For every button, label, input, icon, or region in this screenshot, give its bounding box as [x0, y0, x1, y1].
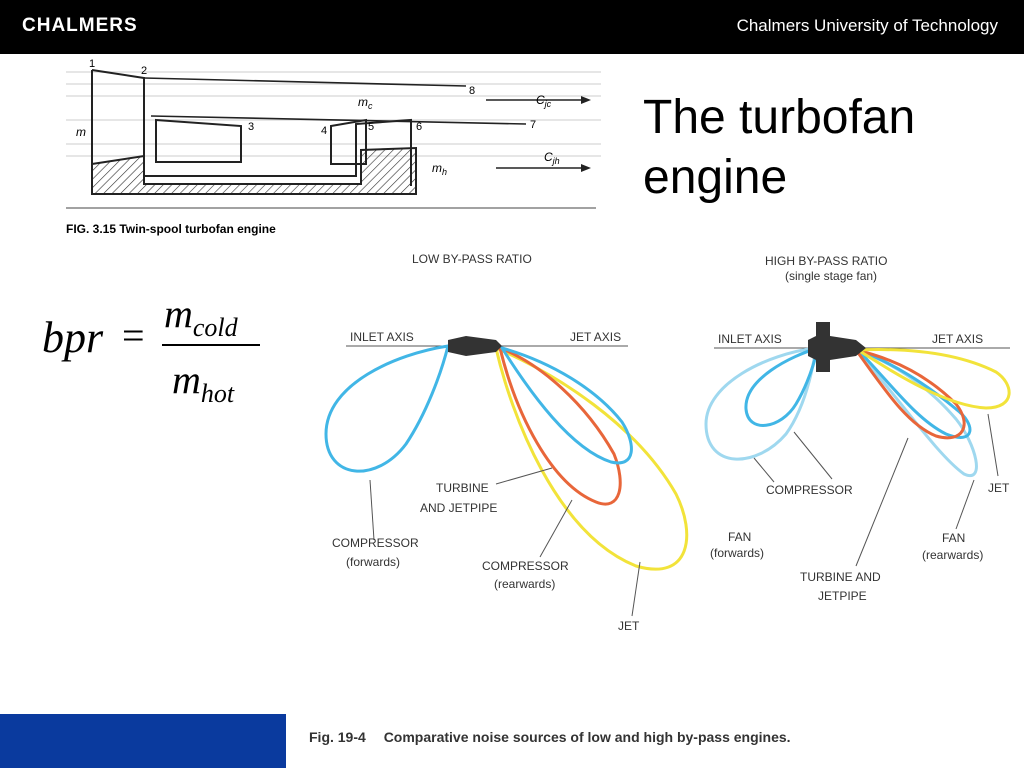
high-turbine-label-2: JETPIPE: [818, 589, 867, 603]
header-bar: CHALMERS Chalmers University of Technolo…: [0, 0, 1024, 54]
low-jet-axis-label: JET AXIS: [570, 330, 621, 344]
turbofan-schematic: 1 2 3 4 5 6 7 8 m mc mh Cjc Cjh FIG. 3.1…: [66, 58, 601, 236]
bypass-line-lower: [150, 115, 527, 125]
fig-caption-text: Comparative noise sources of low and hig…: [383, 729, 791, 745]
high-fan-rear-label-2: (rearwards): [922, 548, 983, 562]
slide-title-line1: The turbofan: [643, 91, 916, 144]
station-3: 3: [248, 121, 254, 133]
high-compressor-lobe: [744, 345, 821, 427]
scan-background-lines: [66, 71, 601, 157]
station-7: 7: [530, 119, 536, 131]
high-jet-label: JET: [988, 481, 1010, 495]
station-1: 1: [89, 58, 95, 70]
core-hatched-body: [91, 146, 417, 195]
low-bypass-panel: LOW BY-PASS RATIO INLET AXIS JET AXIS TU…: [324, 252, 689, 633]
chalmers-logo: CHALMERS: [22, 15, 138, 36]
high-compressor-rear-lobe: [852, 347, 966, 440]
high-jet-axis-label: JET AXIS: [932, 332, 983, 346]
low-turbine-label-1: TURBINE: [436, 481, 489, 495]
low-jet-label: JET: [618, 619, 640, 633]
high-fan-fwd-label-1: FAN: [728, 530, 751, 544]
station-6: 6: [416, 121, 422, 133]
university-name: Chalmers University of Technology: [736, 16, 998, 35]
high-fan-fwd-label-2: (forwards): [710, 546, 764, 560]
low-compressor-forwards-lobe: [324, 344, 451, 473]
formula-denominator: mhot: [172, 357, 235, 408]
fraction-bar: [162, 344, 260, 346]
jet-velocity-cjh: Cjh: [544, 150, 560, 166]
high-bypass-panel: HIGH BY-PASS RATIO (single stage fan) IN…: [704, 254, 1011, 603]
high-jet-lobe: [853, 348, 1011, 410]
high-turbine-label-1: TURBINE AND: [800, 570, 881, 584]
station-8: 8: [469, 85, 475, 97]
mass-flow-mh: mh: [432, 161, 447, 177]
low-turbine-label-2: AND JETPIPE: [420, 501, 497, 515]
station-4: 4: [321, 125, 327, 137]
low-bypass-heading: LOW BY-PASS RATIO: [412, 252, 532, 266]
low-turbine-lobe: [498, 345, 633, 465]
low-compressor-fwd-label-2: (forwards): [346, 555, 400, 569]
high-bypass-engine: [808, 322, 866, 372]
low-compressor-fwd-label-1: COMPRESSOR: [332, 536, 419, 550]
noise-figure-caption: Fig. 19-4 Comparative noise sources of l…: [309, 729, 791, 745]
formula-lhs: bpr: [42, 313, 104, 362]
station-2: 2: [141, 65, 147, 77]
high-bypass-heading-2: (single stage fan): [785, 269, 877, 283]
slide-title-line2: engine: [643, 151, 788, 204]
fig-number: Fig. 19-4: [309, 729, 366, 745]
high-bypass-heading-1: HIGH BY-PASS RATIO: [765, 254, 887, 268]
footer-band: [0, 714, 286, 768]
high-inlet-axis-label: INLET AXIS: [718, 332, 782, 346]
low-compressor-rear-label-2: (rearwards): [494, 577, 555, 591]
station-5: 5: [368, 121, 374, 133]
jet-velocity-cjc: Cjc: [536, 93, 552, 109]
engine-figure-caption: FIG. 3.15 Twin-spool turbofan engine: [66, 222, 276, 236]
bypass-ratio-formula: bpr = mcold mhot: [38, 290, 288, 420]
low-jet-lobe: [493, 345, 689, 571]
high-compressor-label: COMPRESSOR: [766, 483, 853, 497]
high-fan-rear-label-1: FAN: [942, 531, 965, 545]
mass-flow-m: m: [76, 125, 86, 139]
compressor-block: [155, 118, 242, 163]
mass-flow-mc: mc: [358, 95, 373, 111]
low-inlet-axis-label: INLET AXIS: [350, 330, 414, 344]
slide-title: The turbofan engine: [643, 88, 1003, 208]
low-compressor-rear-label-1: COMPRESSOR: [482, 559, 569, 573]
low-bypass-engine: [448, 336, 502, 356]
turbine-block: [330, 118, 367, 165]
noise-source-diagram: LOW BY-PASS RATIO INLET AXIS JET AXIS TU…: [324, 252, 1011, 633]
low-compressor-rear-lobe: [497, 345, 622, 506]
high-fan-forwards-lobe: [704, 346, 818, 461]
formula-equals: =: [122, 313, 145, 358]
high-turbine-lobe: [856, 348, 972, 439]
bypass-line-upper: [143, 77, 467, 87]
formula-numerator: mcold: [164, 291, 238, 342]
